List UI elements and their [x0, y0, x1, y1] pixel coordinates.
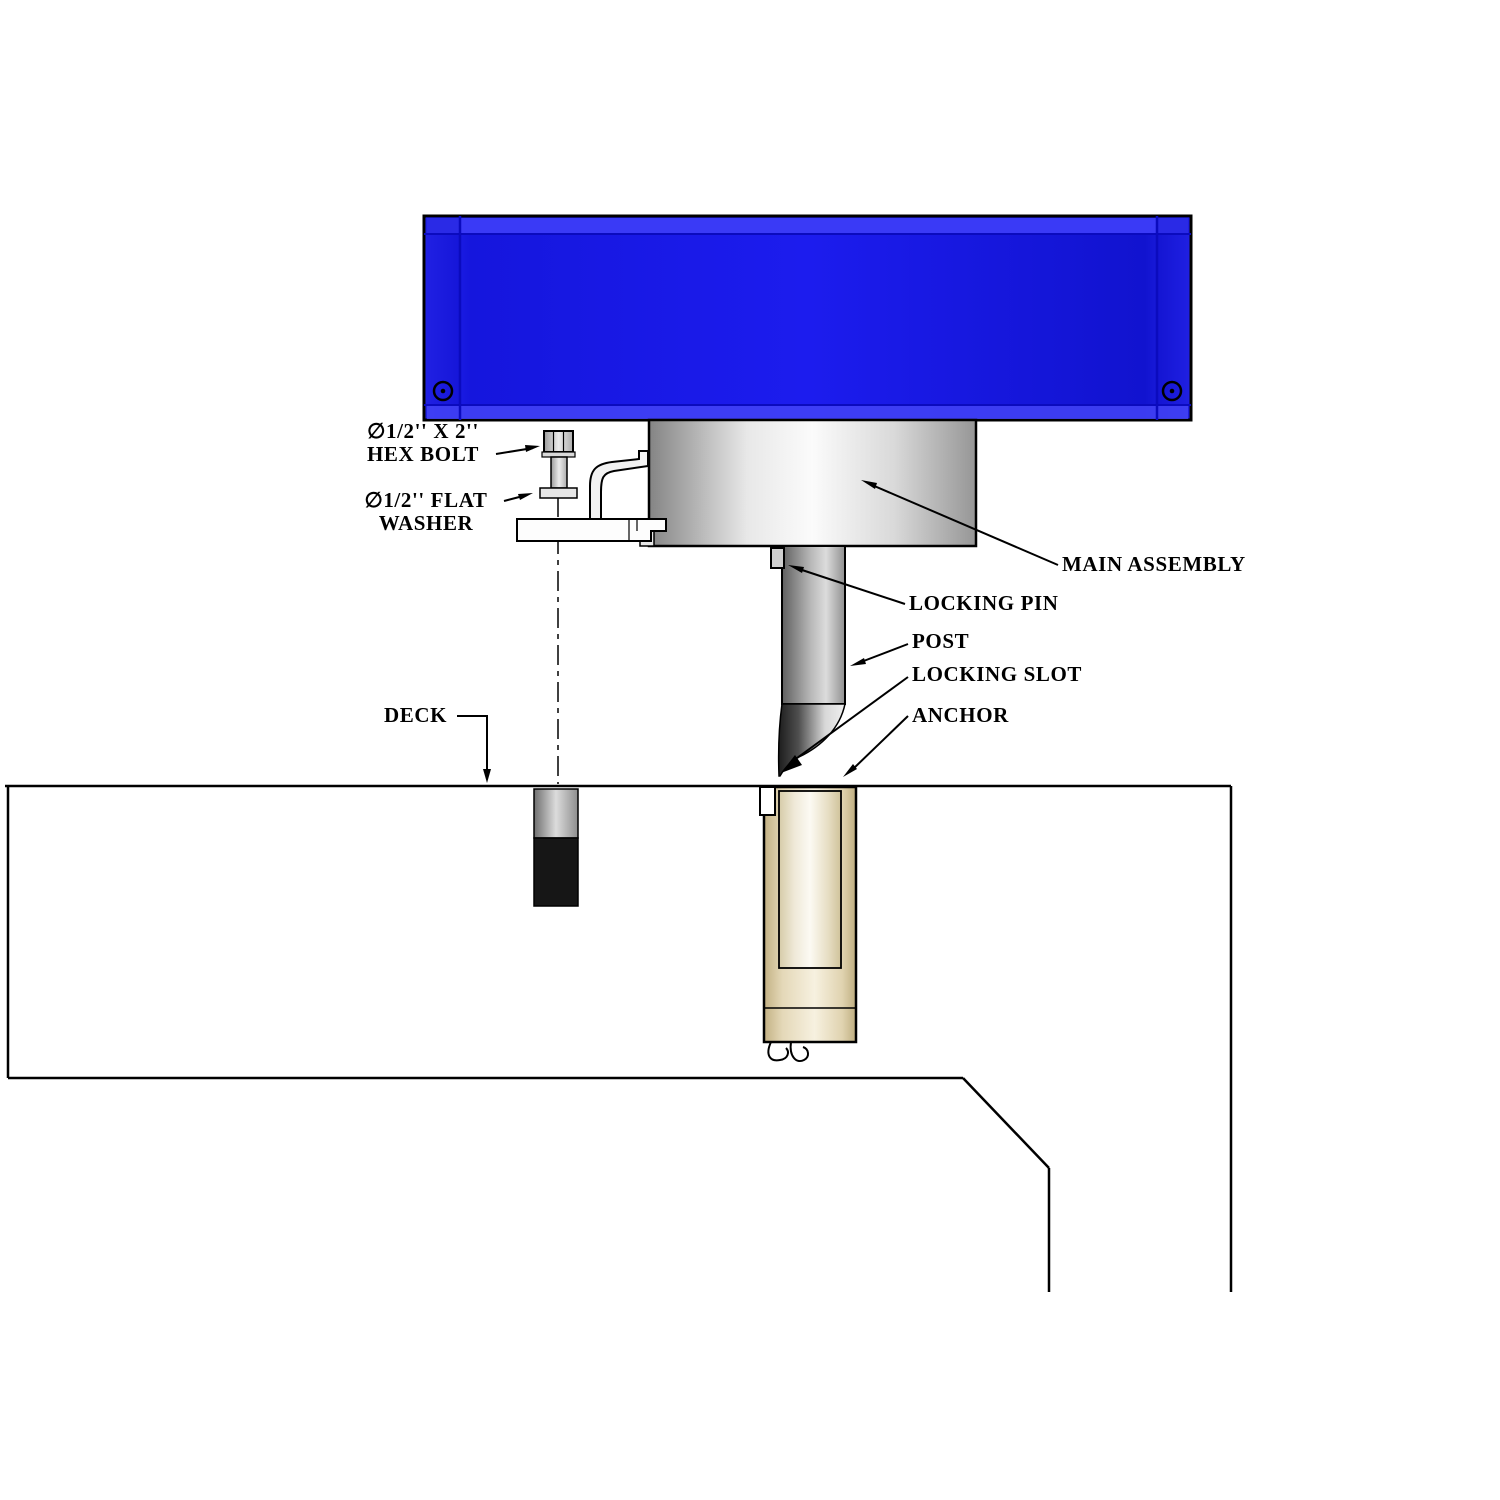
leader-main-assembly [861, 480, 1059, 566]
main-assembly-housing [422, 214, 1193, 422]
label-main-assembly: MAIN ASSEMBLY [1062, 552, 1246, 576]
locking-slot-notch [759, 786, 776, 816]
housing-right-strip [1157, 217, 1189, 418]
leader-locking-pin [788, 565, 906, 605]
flat-washer-part [539, 487, 578, 499]
bolt-shaft [550, 456, 568, 489]
leader-lines [457, 445, 1059, 783]
label-flat-washer-line2: WASHER [378, 511, 474, 535]
label-post: POST [912, 629, 970, 653]
housing-top-band [427, 218, 1188, 233]
leader-hex-bolt [495, 445, 540, 455]
housing-screw-right-center [1169, 388, 1175, 394]
anchor-bore [778, 790, 842, 969]
leader-flat-washer [503, 493, 533, 502]
base-cylinder [647, 418, 978, 548]
label-flat-washer-line1: ∅1/2'' FLAT [364, 488, 488, 512]
hex-bolt [541, 430, 576, 489]
housing-screw-left-center [440, 388, 446, 394]
plate-body [516, 518, 667, 542]
deck-chamfer-edge [962, 1077, 1050, 1169]
locking-pin-part [770, 547, 785, 569]
label-flat-washer: ∅1/2'' FLAT WASHER [350, 489, 502, 535]
bolt-hole-lower [533, 837, 579, 907]
label-anchor: ANCHOR [912, 703, 1009, 727]
deck-bolt-hole [533, 788, 579, 907]
mounting-bracket [589, 450, 649, 520]
housing-screw-left [432, 380, 454, 402]
leader-locking-slot [781, 676, 909, 773]
leader-post [850, 643, 909, 666]
main-assembly-base-cylinder [639, 418, 978, 548]
housing-face [422, 214, 1193, 422]
bolt-hole-upper [533, 788, 579, 839]
label-locking-pin: LOCKING PIN [909, 591, 1059, 615]
anchor-clip [767, 1041, 809, 1062]
post [777, 545, 846, 777]
anchor-part [759, 785, 858, 1062]
label-hex-bolt-line1: ∅1/2'' X 2'' [367, 419, 479, 443]
post-shaft [781, 545, 846, 705]
label-hex-bolt-line2: HEX BOLT [367, 442, 479, 466]
leader-anchor [843, 715, 909, 777]
label-locking-slot: LOCKING SLOT [912, 662, 1082, 686]
label-deck: DECK [384, 703, 448, 727]
leader-deck [457, 715, 491, 783]
bolt-head [543, 430, 574, 453]
deck-outline [5, 784, 1233, 1292]
housing-bottom-band [427, 405, 1188, 419]
housing-left-strip [426, 217, 460, 418]
mounting-plate [516, 518, 667, 542]
housing-screw-right [1161, 380, 1183, 402]
label-hex-bolt: ∅1/2'' X 2'' HEX BOLT [352, 420, 494, 466]
